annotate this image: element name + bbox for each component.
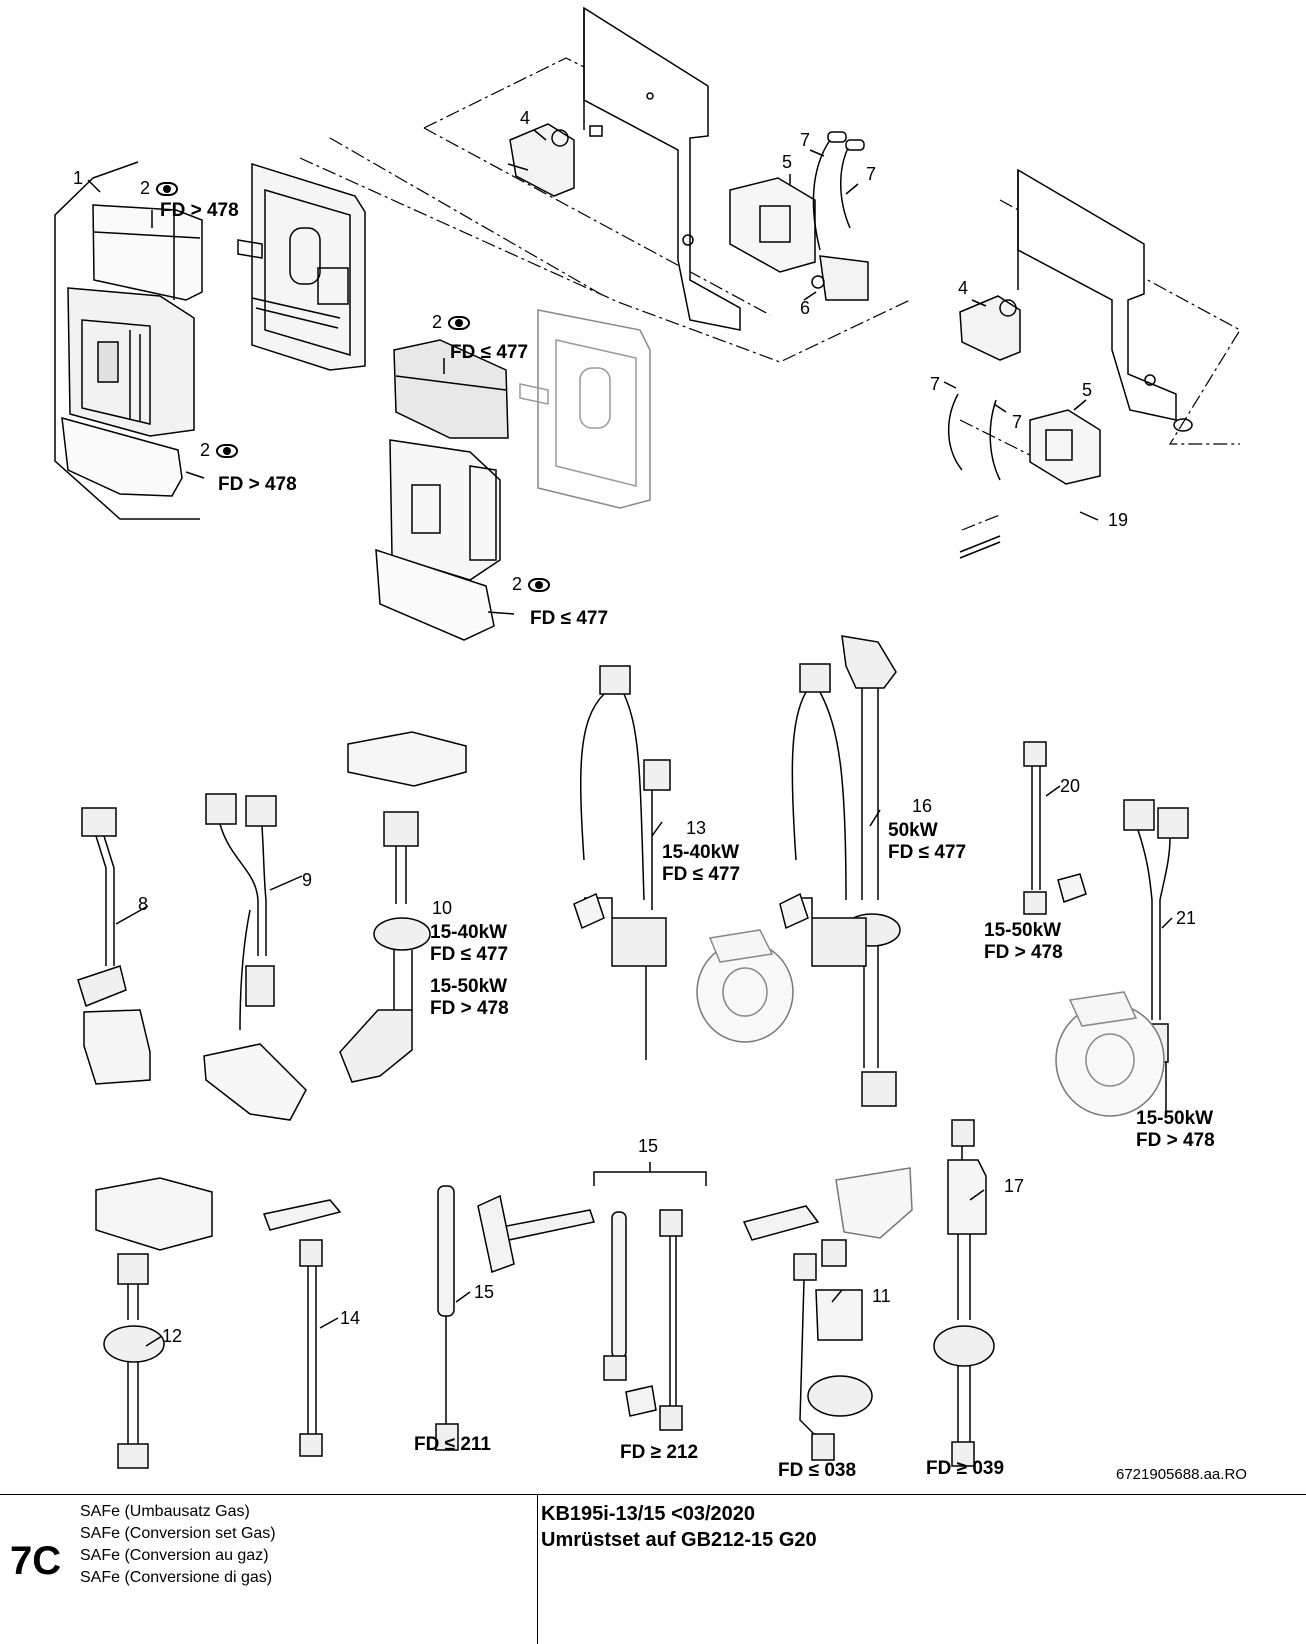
callout-4-top: 4: [520, 108, 531, 128]
fd-line: 15-40kW: [430, 922, 508, 943]
callout-4-right: 4: [958, 278, 969, 298]
fd-line: FD > 478: [1136, 1130, 1215, 1151]
fd-label-part10: 15-40kW FD ≤ 477 15-50kW FD > 478: [430, 922, 509, 1020]
callout-17: 17: [1004, 1176, 1025, 1196]
page-id: 7C: [10, 1539, 62, 1583]
callout-2-mid-number: 2: [200, 440, 211, 460]
callout-2-upper-right: 2: [432, 312, 471, 332]
fd-label-gt478-top: FD > 478: [160, 200, 239, 221]
fd-line: 50kW: [888, 820, 938, 841]
model-line: KB195i-13/15 <03/2020: [541, 1503, 756, 1525]
callout-12: 12: [162, 1326, 183, 1346]
description-line: SAFe (Conversion set Gas): [80, 1525, 276, 1542]
model-info: KB195i-13/15 <03/2020 Umrüstset auf GB21…: [541, 1501, 817, 1553]
callout-5-right: 5: [1082, 380, 1093, 400]
eye-icon: [216, 444, 239, 459]
fd-label-part16: 50kW FD ≤ 477: [888, 820, 966, 864]
callout-1: 1: [73, 168, 84, 188]
fd-label-ge039: FD ≥ 039: [926, 1458, 1005, 1479]
drawing-code: 6721905688.aa.RO: [1116, 1466, 1247, 1483]
fd-label-gt478-mid: FD > 478: [218, 474, 297, 495]
fd-line: FD ≤ 477: [430, 944, 509, 965]
footer-divider: [537, 1495, 538, 1644]
callout-16: 16: [912, 796, 933, 816]
fd-label-part21: 15-50kW FD > 478: [1136, 1108, 1215, 1152]
callout-9: 9: [302, 870, 313, 890]
callout-2-mid: 2: [200, 440, 239, 460]
fd-line: FD > 478: [984, 942, 1063, 963]
callout-7-c: 7: [930, 374, 941, 394]
fd-line: 15-40kW: [662, 842, 740, 863]
callout-11: 11: [872, 1286, 891, 1306]
description-list: SAFe (Umbausatz Gas) SAFe (Conversion se…: [80, 1501, 276, 1589]
callout-13: 13: [686, 818, 707, 838]
fd-label-part13: 15-40kW FD ≤ 477: [662, 842, 740, 886]
description-line: SAFe (Conversion au gaz): [80, 1547, 269, 1564]
fd-line: 15-50kW: [1136, 1108, 1214, 1129]
fd-line: FD ≤ 477: [662, 864, 741, 885]
fd-line: FD > 478: [430, 998, 509, 1019]
fd-line: 15-50kW: [984, 920, 1062, 941]
fd-line: FD ≤ 477: [888, 842, 967, 863]
fd-label-le477-bottom: FD ≤ 477: [530, 608, 609, 629]
callout-15-group: 15: [638, 1136, 659, 1156]
model-line: Umrüstset auf GB212-15 G20: [541, 1529, 817, 1551]
callout-2-top: 2: [140, 178, 179, 198]
fd-label-ge212: FD ≥ 212: [620, 1442, 699, 1463]
exploded-parts-diagram: [54, 6, 1241, 1469]
footer: 7C SAFe (Umbausatz Gas) SAFe (Conversion…: [0, 1494, 1306, 1644]
callout-6: 6: [800, 298, 811, 318]
eye-icon: [448, 316, 471, 331]
callout-7-d: 7: [1012, 412, 1023, 432]
description-line: SAFe (Conversione di gas): [80, 1569, 273, 1586]
description-line: SAFe (Umbausatz Gas): [80, 1503, 250, 1520]
callout-14: 14: [340, 1308, 361, 1328]
fd-line: 15-50kW: [430, 976, 508, 997]
callout-5-top: 5: [782, 152, 793, 172]
callout-2-lower-right: 2: [512, 574, 551, 594]
fd-label-le477-top: FD ≤ 477: [450, 342, 529, 363]
fd-label-part20: 15-50kW FD > 478: [984, 920, 1063, 964]
callout-21: 21: [1176, 908, 1197, 928]
callout-15-single: 15: [474, 1282, 495, 1302]
callout-10: 10: [432, 898, 453, 918]
callout-7-b: 7: [866, 164, 877, 184]
fd-label-le038: FD ≤ 038: [778, 1460, 857, 1481]
callout-8: 8: [138, 894, 149, 914]
fd-label-le211: FD ≤ 211: [414, 1434, 491, 1455]
eye-icon: [156, 182, 179, 197]
callout-2-top-number: 2: [140, 178, 151, 198]
callout-20: 20: [1060, 776, 1081, 796]
eye-icon: [528, 578, 551, 593]
callout-19: 19: [1108, 510, 1129, 530]
callout-7-a: 7: [800, 130, 811, 150]
callout-2-lower-right-number: 2: [512, 574, 523, 594]
callout-2-upper-right-number: 2: [432, 312, 443, 332]
